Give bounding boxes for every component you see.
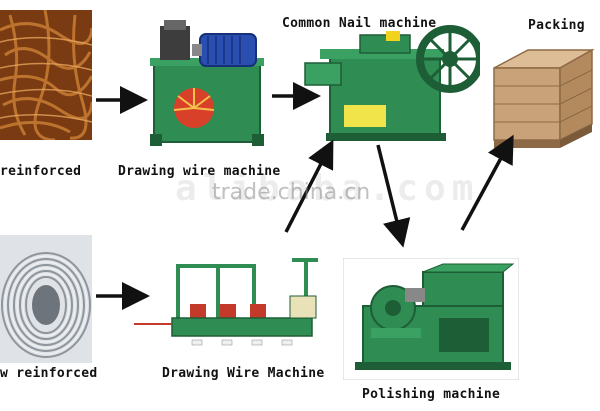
arrow-right-icon (460, 134, 514, 231)
label-drawing-wire-machine-top: Drawing wire machine (118, 164, 281, 179)
wire-coil-image (0, 235, 92, 363)
label-reinforced-top: reinforced (0, 164, 82, 179)
common-nail-machine-image (300, 15, 480, 145)
rebar-photo (0, 10, 92, 140)
label-reinforced-bottom: w reinforced (0, 366, 98, 381)
arrow-right-icon (284, 139, 334, 233)
arrow-right-icon (376, 144, 411, 248)
polishing-machine-image (343, 258, 519, 380)
drawing-wire-machine-top-image (148, 18, 270, 148)
label-drawing-wire-machine-bottom: Drawing Wire Machine (162, 366, 325, 381)
label-polishing-machine: Polishing machine (362, 387, 501, 402)
drawing-wire-machine-bottom-image (132, 252, 326, 352)
label-packing: Packing (528, 18, 585, 33)
watermark-trade-china: trade.china.cn (212, 180, 371, 205)
label-common-nail-machine: Common Nail machine (282, 16, 437, 31)
watermark-faint: alibaba.com (175, 168, 480, 209)
packing-crate-image (490, 42, 596, 154)
